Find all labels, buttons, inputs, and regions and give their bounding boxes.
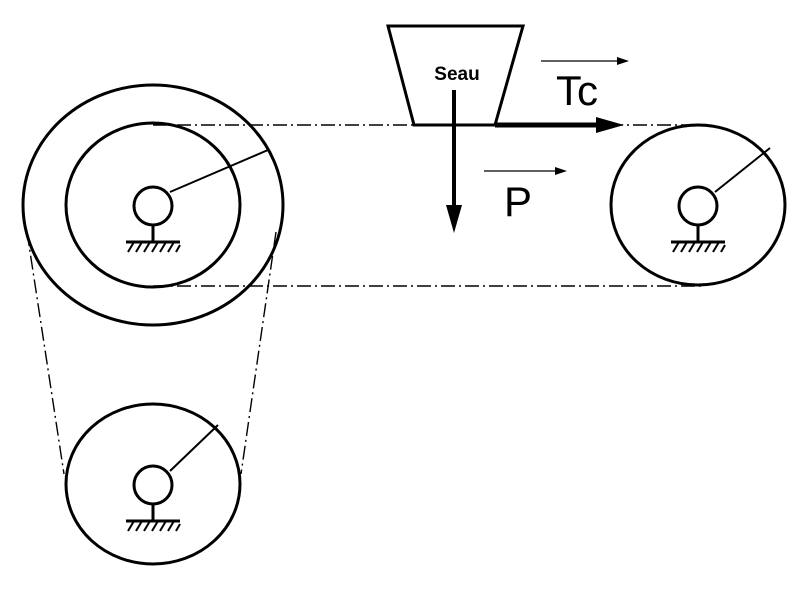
weight-arrow-head <box>446 205 462 233</box>
tension-vector-bar-head <box>617 57 629 65</box>
pivot-support-icon <box>671 185 726 253</box>
tension-label: Tc <box>556 67 598 114</box>
tension-arrow-head <box>596 117 624 133</box>
bottom-pulley-circle <box>64 402 242 566</box>
pulley-inner-circle <box>64 121 242 289</box>
bottom-pulley-radius-line <box>169 424 219 472</box>
right-pulley-circle <box>609 123 787 287</box>
weight-vector-bar-head <box>555 167 567 175</box>
bucket: Seau <box>386 24 525 127</box>
pivot-support-icon <box>126 464 181 532</box>
tension-force: Tc <box>495 57 629 133</box>
belt-left-drop <box>26 231 65 475</box>
bottom-pulley <box>64 402 242 566</box>
pulley-outer-circle <box>21 83 285 327</box>
weight-label: P <box>504 178 532 225</box>
right-pulley-radius-line <box>714 147 771 193</box>
pivot-support-icon <box>126 185 181 253</box>
right-pulley <box>609 123 787 287</box>
weight-force: P <box>446 90 567 233</box>
pulley-radius-line <box>169 149 269 193</box>
bucket-label: Seau <box>434 64 479 85</box>
double-pulley <box>21 83 285 327</box>
belt-right-drop <box>240 231 277 475</box>
belt <box>26 124 703 475</box>
